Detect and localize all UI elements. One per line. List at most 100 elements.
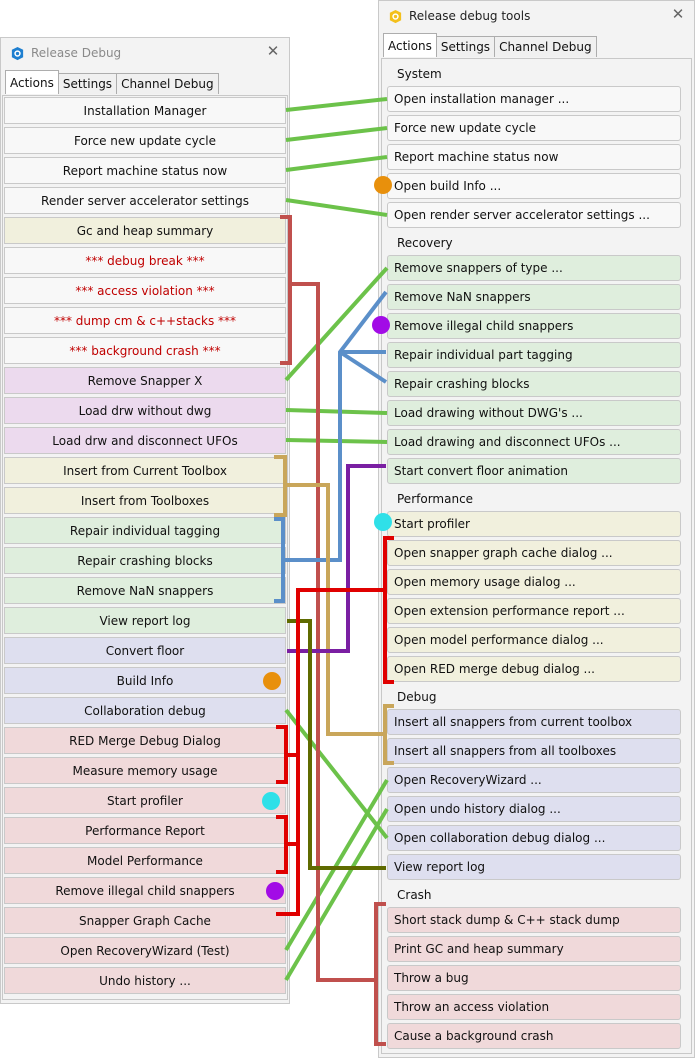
- connector-line: [285, 438, 388, 444]
- connector-line: [285, 126, 388, 142]
- right-item-1-1[interactable]: Remove NaN snappers: [387, 284, 681, 310]
- start-profiler-marker: [374, 513, 392, 531]
- left-button-24[interactable]: Performance Report: [4, 817, 286, 844]
- right-item-3-1[interactable]: Insert all snappers from all toolboxes: [387, 738, 681, 764]
- left-tab-bar: Actions Settings Channel Debug: [5, 70, 219, 95]
- left-button-0[interactable]: Installation Manager: [4, 97, 286, 124]
- left-button-22[interactable]: Measure memory usage: [4, 757, 286, 784]
- right-item-3-3[interactable]: Open undo history dialog ...: [387, 796, 681, 822]
- left-button-11[interactable]: Load drw and disconnect UFOs: [4, 427, 286, 454]
- right-titlebar: Release debug tools ✕: [379, 1, 694, 31]
- right-item-2-3[interactable]: Open extension performance report ...: [387, 598, 681, 624]
- left-button-27[interactable]: Snapper Graph Cache: [4, 907, 286, 934]
- tab-channel-debug[interactable]: Channel Debug: [494, 36, 597, 57]
- tab-actions[interactable]: Actions: [5, 70, 59, 94]
- connector-line: [284, 708, 389, 840]
- close-icon[interactable]: ✕: [266, 42, 280, 60]
- app-shield-icon: [389, 9, 402, 24]
- connector-line: [285, 483, 386, 736]
- left-button-6[interactable]: *** access violation ***: [4, 277, 286, 304]
- right-item-3-0[interactable]: Insert all snappers from current toolbox: [387, 709, 681, 735]
- right-item-2-2[interactable]: Open memory usage dialog ...: [387, 569, 681, 595]
- tab-actions[interactable]: Actions: [383, 33, 437, 57]
- right-item-1-5[interactable]: Load drawing without DWG's ...: [387, 400, 681, 426]
- remove-illegal-child-marker: [372, 316, 390, 334]
- right-item-2-1[interactable]: Open snapper graph cache dialog ...: [387, 540, 681, 566]
- window-title: Release debug tools: [409, 9, 531, 23]
- tab-channel-debug[interactable]: Channel Debug: [116, 73, 219, 94]
- left-button-9[interactable]: Remove Snapper X: [4, 367, 286, 394]
- right-item-4-3[interactable]: Throw an access violation: [387, 994, 681, 1020]
- right-item-4-4[interactable]: Cause a background crash: [387, 1023, 681, 1049]
- left-button-29[interactable]: Undo history ...: [4, 967, 286, 994]
- left-button-2[interactable]: Report machine status now: [4, 157, 286, 184]
- connector-line: [285, 97, 388, 112]
- connector-line: [287, 619, 386, 870]
- connector-line: [276, 588, 385, 916]
- right-item-1-6[interactable]: Load drawing and disconnect UFOs ...: [387, 429, 681, 455]
- left-button-13[interactable]: Insert from Toolboxes: [4, 487, 286, 514]
- right-item-4-0[interactable]: Short stack dump & C++ stack dump: [387, 907, 681, 933]
- build-info-marker: [374, 176, 392, 194]
- right-item-2-5[interactable]: Open RED merge debug dialog ...: [387, 656, 681, 682]
- left-button-4[interactable]: Gc and heap summary: [4, 217, 286, 244]
- left-button-15[interactable]: Repair crashing blocks: [4, 547, 286, 574]
- close-icon[interactable]: ✕: [671, 5, 685, 23]
- section-title: Debug: [397, 690, 437, 704]
- right-item-0-1[interactable]: Force new update cycle: [387, 115, 681, 141]
- left-button-17[interactable]: View report log: [4, 607, 286, 634]
- connector-line: [285, 408, 388, 415]
- connector-line: [284, 807, 389, 982]
- window-title: Release Debug: [31, 46, 122, 60]
- right-item-3-2[interactable]: Open RecoveryWizard ...: [387, 767, 681, 793]
- left-button-23[interactable]: Start profiler: [4, 787, 286, 814]
- right-item-0-4[interactable]: Open render server accelerator settings …: [387, 202, 681, 228]
- connector-line: [285, 198, 388, 217]
- right-item-0-0[interactable]: Open installation manager ...: [387, 86, 681, 112]
- left-button-16[interactable]: Remove NaN snappers: [4, 577, 286, 604]
- tab-settings[interactable]: Settings: [435, 36, 496, 57]
- build-info-marker: [263, 672, 281, 690]
- start-profiler-marker: [262, 792, 280, 810]
- right-item-1-0[interactable]: Remove snappers of type ...: [387, 255, 681, 281]
- connector-line: [284, 778, 389, 952]
- left-button-10[interactable]: Load drw without dwg: [4, 397, 286, 424]
- right-item-1-3[interactable]: Repair individual part tagging: [387, 342, 681, 368]
- right-item-2-0[interactable]: Start profiler: [387, 511, 681, 537]
- right-item-2-4[interactable]: Open model performance dialog ...: [387, 627, 681, 653]
- remove-illegal-child-marker: [266, 882, 284, 900]
- right-item-1-7[interactable]: Start convert floor animation: [387, 458, 681, 484]
- left-button-28[interactable]: Open RecoveryWizard (Test): [4, 937, 286, 964]
- left-button-14[interactable]: Repair individual tagging: [4, 517, 286, 544]
- connector-line: [285, 155, 388, 172]
- right-item-0-3[interactable]: Open build Info ...: [387, 173, 681, 199]
- left-button-25[interactable]: Model Performance: [4, 847, 286, 874]
- right-item-1-4[interactable]: Repair crashing blocks: [387, 371, 681, 397]
- left-button-3[interactable]: Render server accelerator settings: [4, 187, 286, 214]
- right-item-0-2[interactable]: Report machine status now: [387, 144, 681, 170]
- left-button-1[interactable]: Force new update cycle: [4, 127, 286, 154]
- right-item-4-2[interactable]: Throw a bug: [387, 965, 681, 991]
- connector-line: [290, 282, 376, 982]
- left-button-21[interactable]: RED Merge Debug Dialog: [4, 727, 286, 754]
- app-shield-icon: [11, 46, 24, 61]
- left-button-19[interactable]: Build Info: [4, 667, 286, 694]
- tab-settings[interactable]: Settings: [57, 73, 118, 94]
- left-titlebar: Release Debug ✕: [1, 38, 289, 68]
- left-button-18[interactable]: Convert floor: [4, 637, 286, 664]
- right-item-4-1[interactable]: Print GC and heap summary: [387, 936, 681, 962]
- left-button-5[interactable]: *** debug break ***: [4, 247, 286, 274]
- right-item-3-5[interactable]: View report log: [387, 854, 681, 880]
- left-button-26[interactable]: Remove illegal child snappers: [4, 877, 286, 904]
- section-title: Performance: [397, 492, 474, 506]
- section-title: Crash: [397, 888, 432, 902]
- left-button-12[interactable]: Insert from Current Toolbox: [4, 457, 286, 484]
- section-title: System: [397, 67, 442, 81]
- left-button-20[interactable]: Collaboration debug: [4, 697, 286, 724]
- left-button-7[interactable]: *** dump cm & c++stacks ***: [4, 307, 286, 334]
- connector-line: [287, 464, 386, 653]
- right-item-3-4[interactable]: Open collaboration debug dialog ...: [387, 825, 681, 851]
- right-item-1-2[interactable]: Remove illegal child snappers: [387, 313, 681, 339]
- section-title: Recovery: [397, 236, 453, 250]
- left-button-8[interactable]: *** background crash ***: [4, 337, 286, 364]
